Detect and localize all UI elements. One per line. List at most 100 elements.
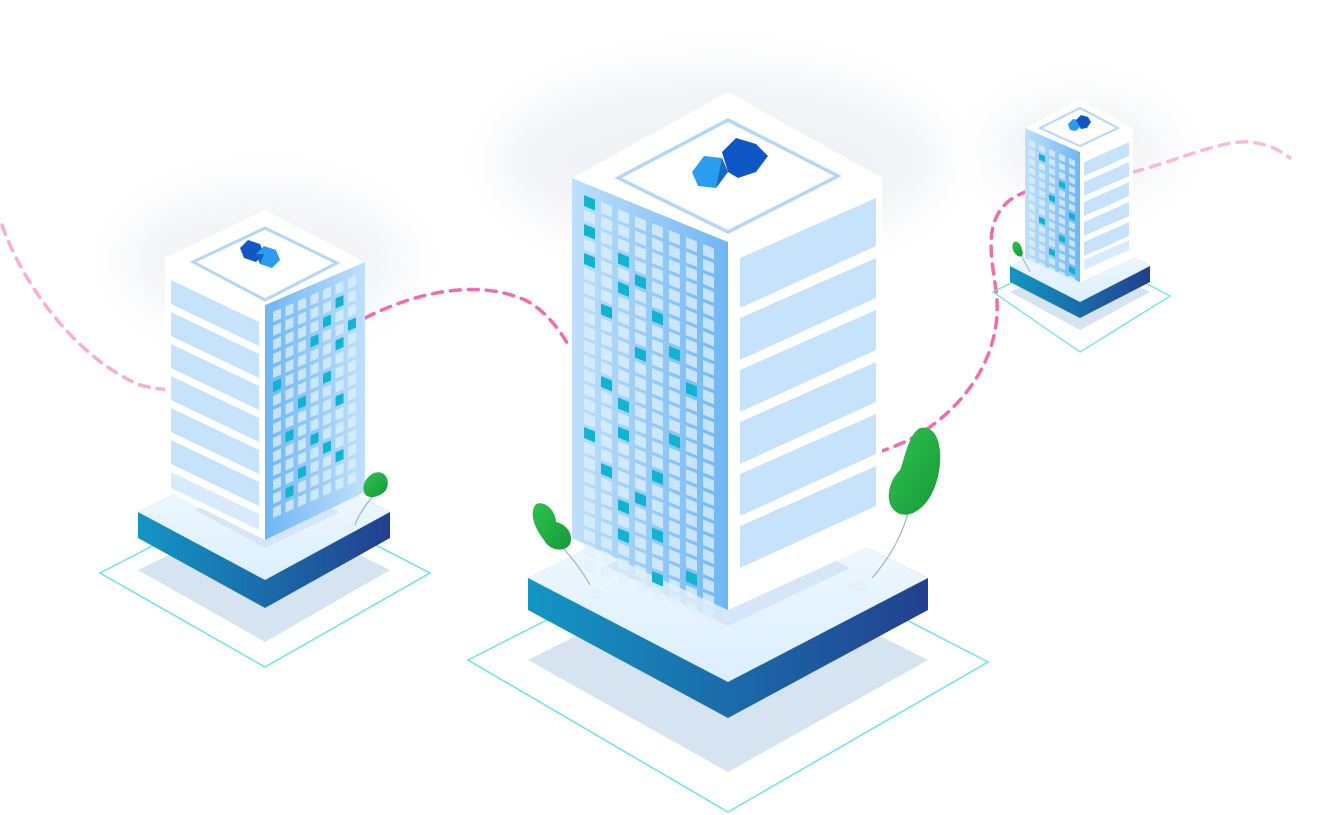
window-pane [323, 328, 331, 342]
window-pane [686, 599, 697, 616]
window-pane [703, 389, 714, 405]
window-pane [584, 441, 595, 458]
window-pane [703, 244, 714, 260]
window-pane [584, 325, 595, 342]
window-pane [652, 310, 663, 326]
window-pane [1059, 189, 1065, 199]
window-pane [323, 412, 331, 426]
window-pane [686, 411, 697, 427]
window-pane [584, 311, 595, 327]
window-pane [635, 375, 646, 392]
window-pane [601, 405, 612, 421]
window-pane [323, 314, 331, 328]
window-pane [652, 397, 663, 413]
window-pane [348, 457, 356, 471]
window-pane [1049, 149, 1055, 158]
window-pane [310, 319, 319, 334]
window-pane [635, 317, 646, 334]
window-pane [1029, 185, 1035, 194]
window-pane [635, 332, 646, 348]
window-pane [348, 387, 356, 401]
window-pane [703, 273, 714, 289]
window-pane [1029, 221, 1035, 230]
window-pane [652, 266, 663, 283]
window-pane [618, 412, 629, 428]
window-pane [1039, 261, 1045, 271]
window-pane [273, 392, 281, 406]
window-pane [1039, 216, 1045, 226]
window-pane [1069, 158, 1075, 167]
window-pane [310, 473, 319, 488]
window-pane [584, 383, 595, 400]
window-pane [652, 440, 663, 457]
window-pane [584, 485, 595, 501]
window-pane [618, 383, 629, 399]
window-pane [669, 462, 680, 478]
window-pane [348, 359, 356, 373]
window-pane [601, 216, 612, 233]
window-pane [1059, 243, 1065, 253]
window-pane [310, 347, 319, 362]
window-pane [348, 303, 356, 317]
window-pane [584, 296, 595, 313]
window-pane [310, 487, 319, 502]
window-pane [1029, 239, 1035, 248]
window-pane [618, 528, 629, 544]
window-pane [669, 447, 680, 464]
window-pane [298, 451, 306, 465]
window-pane [686, 396, 697, 413]
window-pane [601, 274, 612, 291]
window-pane [635, 390, 646, 406]
window-pane [1029, 194, 1035, 203]
window-pane [1069, 230, 1075, 239]
tree-icon [1012, 241, 1031, 273]
window-pane [669, 534, 680, 551]
window-pane [652, 498, 663, 515]
window-pane [686, 585, 697, 601]
window-pane [1039, 207, 1045, 217]
window-pane [686, 295, 697, 311]
window-pane [335, 364, 344, 379]
right-building-windows [1029, 140, 1075, 284]
window-pane [1059, 207, 1065, 217]
window-pane [635, 578, 646, 595]
window-pane [1069, 248, 1075, 257]
left-building [98, 210, 432, 668]
window-pane [635, 245, 646, 261]
window-pane [686, 425, 697, 442]
window-pane [618, 223, 629, 240]
window-pane [273, 448, 281, 462]
window-pane [686, 251, 697, 268]
window-pane [335, 448, 344, 463]
window-pane [601, 448, 612, 465]
window-pane [1049, 230, 1055, 239]
window-pane [703, 302, 714, 318]
window-pane [669, 563, 680, 580]
window-pane [652, 252, 663, 268]
window-pane [686, 469, 697, 485]
window-pane [669, 433, 680, 449]
window-pane [618, 441, 629, 457]
window-pane [618, 267, 629, 283]
window-pane [335, 280, 344, 295]
window-pane [1039, 234, 1045, 244]
window-pane [703, 316, 714, 333]
window-pane [618, 209, 629, 225]
window-pane [285, 484, 294, 499]
window-pane [285, 470, 294, 485]
window-pane [703, 418, 714, 434]
window-pane [273, 378, 281, 392]
window-pane [348, 275, 356, 289]
window-pane [584, 470, 595, 487]
center-building [466, 92, 990, 813]
window-pane [285, 330, 294, 345]
window-pane [273, 490, 281, 504]
window-pane [323, 426, 331, 440]
window-pane [669, 230, 680, 246]
window-pane [669, 259, 680, 275]
window-pane [669, 360, 680, 377]
window-pane [584, 427, 595, 443]
window-pane [703, 534, 714, 550]
center-building-windows [584, 195, 714, 623]
